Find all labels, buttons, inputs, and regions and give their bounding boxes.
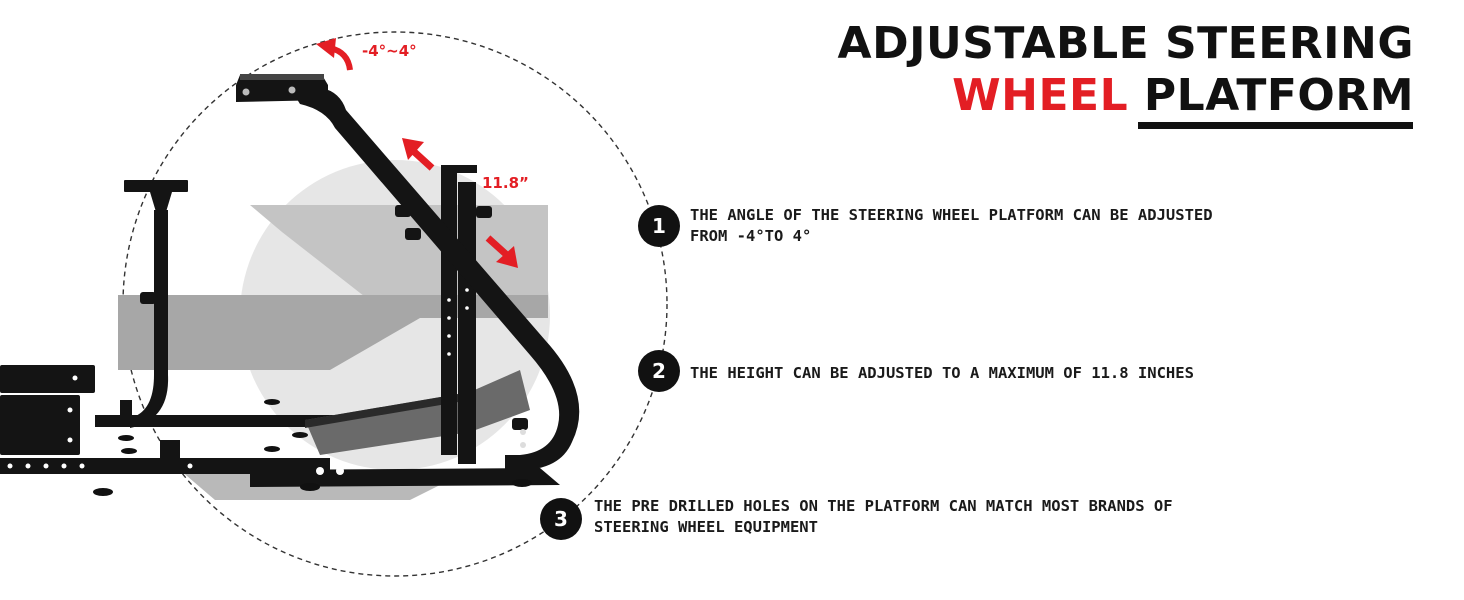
title-line-1: ADJUSTABLE STEERING bbox=[837, 18, 1414, 69]
steering-wheel-stand-illustration: -4°~4° 11.8” bbox=[0, 31, 668, 577]
height-down-arrow-icon bbox=[485, 235, 511, 259]
left-mount-post bbox=[124, 180, 188, 428]
title-underline bbox=[1138, 122, 1413, 129]
title-line-2-rest: PLATFORM bbox=[1128, 70, 1414, 121]
arrows bbox=[316, 38, 518, 268]
feature-number-badge: 1 bbox=[638, 205, 680, 247]
angle-callout: -4°~4° bbox=[362, 42, 417, 60]
title-line-2: WHEEL PLATFORM bbox=[838, 70, 1414, 122]
frame-holes bbox=[7, 375, 344, 475]
feature-number-badge: 3 bbox=[540, 498, 582, 540]
wheel-mount-plate bbox=[236, 74, 328, 102]
feature-text: THE ANGLE OF THE STEERING WHEEL PLATFORM… bbox=[690, 206, 1213, 245]
background-panel bbox=[118, 295, 548, 370]
feature-text: THE PRE DRILLED HOLES ON THE PLATFORM CA… bbox=[594, 497, 1173, 536]
upright-holes bbox=[447, 288, 469, 356]
dashed-circle-frame bbox=[122, 31, 668, 577]
page-title: ADJUSTABLE STEERING WHEEL PLATFORM bbox=[838, 18, 1414, 122]
title-accent: WHEEL bbox=[952, 70, 1129, 121]
arm-bolts bbox=[520, 429, 526, 448]
pedal-plate-edge bbox=[305, 392, 470, 428]
feature-number-badge: 2 bbox=[638, 350, 680, 392]
arm-clamps bbox=[395, 205, 528, 430]
feature-text: THE HEIGHT CAN BE ADJUSTED TO A MAXIMUM … bbox=[690, 364, 1194, 382]
frame-feet bbox=[93, 399, 532, 496]
height-callout: 11.8” bbox=[482, 174, 529, 192]
